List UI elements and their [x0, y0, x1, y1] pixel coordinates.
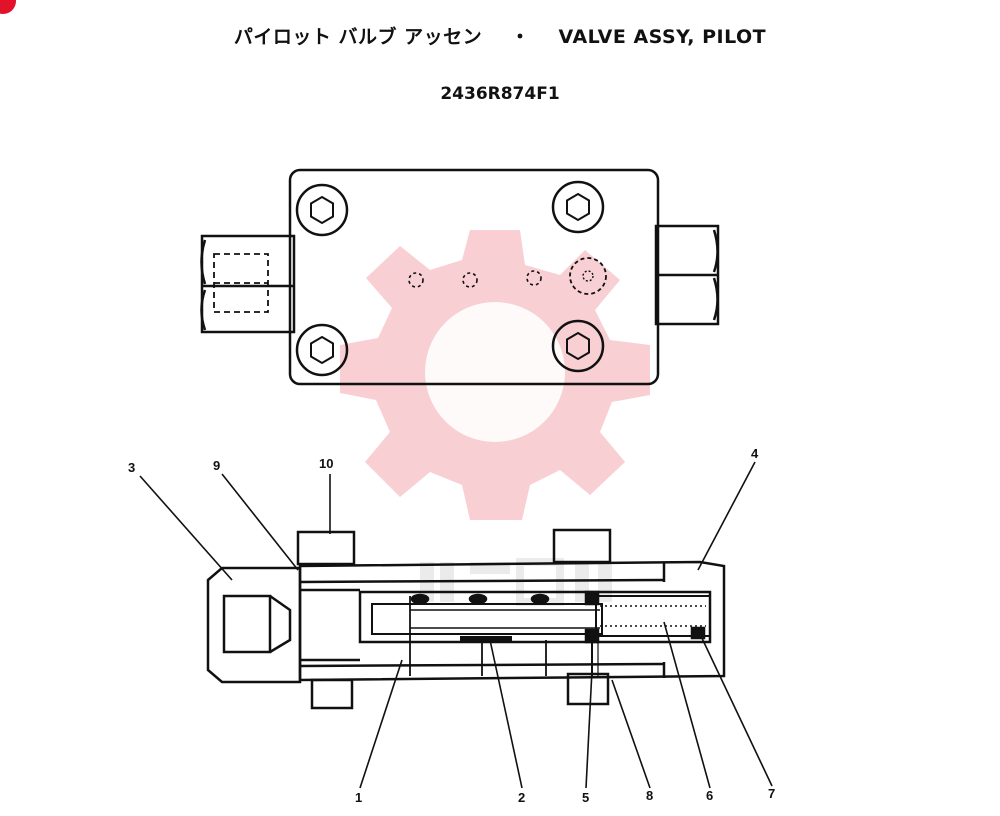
callout-1: 1 [355, 790, 362, 805]
diagram-title: パイロット バルブ アッセン ・ VALVE ASSY, PILOT [0, 22, 1000, 49]
leader-lines [139, 461, 773, 789]
callout-9: 9 [213, 458, 220, 473]
callout-7: 7 [768, 786, 775, 801]
title-japanese: パイロット バルブ アッセン [233, 26, 483, 48]
title-separator: ・ [510, 26, 531, 48]
watermark-gear-icon [340, 230, 650, 520]
callout-8: 8 [646, 788, 653, 803]
section-view [206, 528, 726, 710]
part-number: 2436R874F1 [440, 84, 560, 104]
callout-2: 2 [518, 790, 525, 805]
title-english: VALVE ASSY, PILOT [558, 26, 767, 48]
callout-4: 4 [751, 446, 759, 461]
callout-5: 5 [582, 790, 589, 805]
callout-6: 6 [706, 788, 713, 803]
callout-10: 10 [319, 456, 333, 471]
callout-3: 3 [128, 460, 135, 475]
top-view [200, 168, 720, 386]
